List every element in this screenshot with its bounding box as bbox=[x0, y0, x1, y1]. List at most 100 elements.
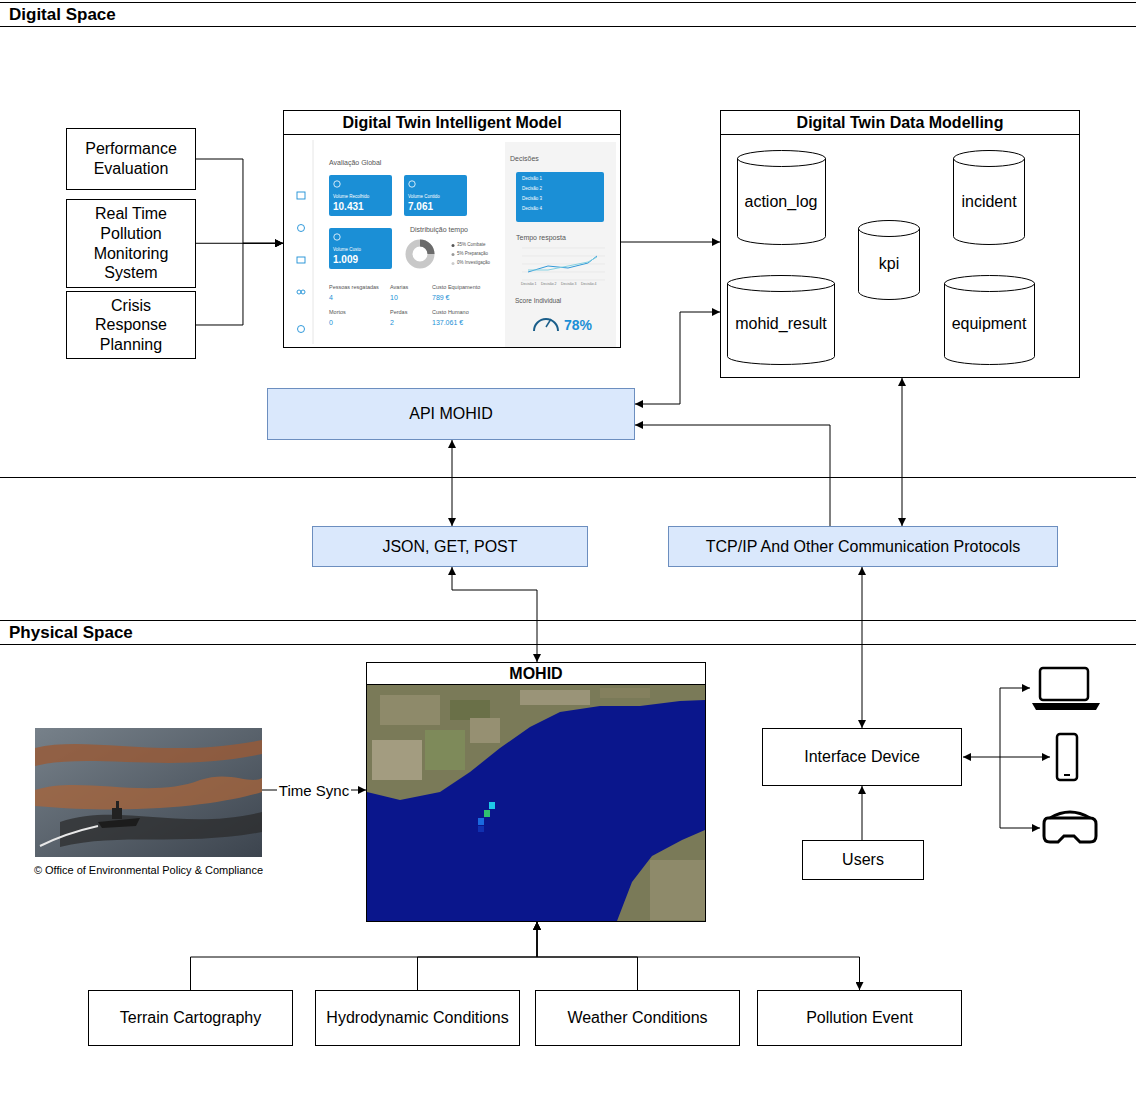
protocol-box: API MOHID bbox=[267, 388, 635, 440]
connector bbox=[635, 312, 720, 404]
region-band: Digital SpacePerformance EvaluationReal … bbox=[0, 2, 1136, 478]
grid-line bbox=[522, 272, 605, 273]
dashboard-text: Decisões bbox=[510, 155, 539, 162]
land-patch bbox=[520, 690, 590, 705]
chart-line bbox=[528, 257, 597, 270]
box-label: JSON, GET, POST bbox=[382, 537, 517, 557]
band-title: Digital Space bbox=[9, 5, 116, 25]
oil-slick bbox=[35, 776, 262, 809]
protocol-box: TCP/IP And Other Communication Protocols bbox=[668, 526, 1058, 567]
chart-line bbox=[528, 256, 597, 272]
connector bbox=[418, 922, 538, 990]
connector bbox=[635, 425, 830, 526]
protocol-box: JSON, GET, POST bbox=[312, 526, 588, 567]
connector bbox=[452, 440, 453, 526]
oil-slick bbox=[35, 740, 262, 766]
dashboard-sidebar-line bbox=[313, 140, 314, 344]
dashboard-text: 137.061 € bbox=[432, 319, 463, 326]
box-label: Interface Device bbox=[804, 747, 920, 767]
cylinder-body bbox=[944, 276, 1034, 365]
module-heading: Digital Twin Intelligent Model bbox=[284, 111, 620, 135]
cylinder-lip bbox=[954, 159, 1025, 167]
dashboard-text: Custo Humano bbox=[432, 310, 469, 316]
connector bbox=[196, 159, 283, 243]
vr-headset-icon bbox=[1044, 818, 1096, 842]
map-land bbox=[367, 685, 705, 921]
legend-dot bbox=[452, 262, 455, 265]
dashboard-text: Decisão 4 bbox=[522, 207, 542, 212]
sidebar-icon bbox=[297, 192, 305, 199]
cylinder-body bbox=[859, 221, 920, 300]
cylinder-body bbox=[954, 151, 1025, 245]
connector bbox=[191, 922, 538, 990]
land-patch bbox=[380, 695, 440, 725]
donut-chart bbox=[409, 243, 431, 265]
connector bbox=[862, 567, 863, 728]
dashboard-text: Score Individual bbox=[515, 298, 561, 305]
box-label: Crisis Response Planning bbox=[73, 296, 189, 355]
band-heading: Physical Space bbox=[0, 621, 1136, 645]
gauge bbox=[534, 319, 558, 331]
sidebar-icon bbox=[298, 225, 305, 232]
map-heading: MOHID bbox=[367, 663, 705, 685]
box-label: Performance Evaluation bbox=[73, 139, 189, 178]
sidebar-icon bbox=[297, 290, 301, 294]
dashboard-text: Decisão 1 bbox=[521, 283, 537, 287]
cylinder-lip bbox=[944, 284, 1034, 292]
dashboard-text: Avaliação Global bbox=[329, 159, 381, 166]
dashboard-card bbox=[329, 175, 392, 216]
dashboard-card bbox=[329, 228, 392, 269]
map-sea bbox=[367, 700, 705, 921]
database-cylinder: action_log bbox=[737, 150, 826, 245]
box-label: Real Time Pollution Monitoring System bbox=[73, 204, 189, 282]
database-cylinder: kpi bbox=[858, 220, 920, 300]
sidebar-icons bbox=[297, 192, 305, 333]
dashboard-text: 2 bbox=[390, 319, 394, 326]
dashboard-text: 1.009 bbox=[333, 255, 358, 265]
card-icon bbox=[334, 181, 340, 187]
connector bbox=[621, 242, 720, 243]
map-title: MOHID bbox=[509, 665, 562, 683]
dashboard-text: Avarias bbox=[390, 285, 408, 291]
dashboard-text: Decisão 3 bbox=[522, 197, 542, 202]
card-icons bbox=[334, 181, 415, 240]
dashboard-text: 10.431 bbox=[333, 202, 364, 212]
grid-line bbox=[522, 280, 605, 281]
photo-caption: © Office of Environmental Policy & Compl… bbox=[34, 864, 263, 876]
device-wire bbox=[1000, 688, 1030, 689]
dashboard-text: 7.061 bbox=[408, 202, 433, 212]
ship-superstructure bbox=[112, 808, 122, 819]
card-icon bbox=[409, 181, 415, 187]
sidebar-icon bbox=[298, 326, 305, 333]
dashboard-text: 789 € bbox=[432, 294, 450, 301]
process-box: Pollution Event bbox=[757, 990, 962, 1046]
dashboard-text: Decisão 4 bbox=[581, 283, 597, 287]
connector bbox=[452, 567, 537, 662]
dashboard-text: Decisão 3 bbox=[561, 283, 577, 287]
dashboard-text: 4 bbox=[329, 294, 333, 301]
dashboard-text: 10 bbox=[390, 294, 398, 301]
land-patch bbox=[600, 688, 650, 698]
process-box: Interface Device bbox=[762, 728, 962, 786]
cylinder-label: action_log bbox=[745, 193, 818, 211]
land-patch bbox=[650, 860, 705, 920]
dashboard-text: 35% Combate bbox=[457, 243, 486, 248]
legend-dot bbox=[452, 244, 455, 247]
cylinder-body bbox=[737, 151, 825, 245]
ship-mast bbox=[116, 801, 119, 809]
dashboard-text: Volume Custo bbox=[333, 248, 361, 253]
connector bbox=[196, 243, 283, 325]
map-panel: MOHID bbox=[366, 662, 706, 922]
connector bbox=[902, 378, 903, 526]
cylinder-lip bbox=[737, 159, 825, 167]
edge-label: Time Sync bbox=[277, 782, 351, 799]
process-box: Crisis Response Planning bbox=[66, 291, 196, 360]
module-title: Digital Twin Data Modelling bbox=[797, 114, 1004, 132]
land-patch bbox=[470, 718, 500, 743]
box-label: Terrain Cartography bbox=[120, 1008, 261, 1028]
dashboard-text: 5% Preparação bbox=[457, 252, 488, 257]
connector bbox=[537, 922, 638, 990]
box-label: API MOHID bbox=[409, 404, 493, 424]
process-box: Performance Evaluation bbox=[66, 128, 196, 190]
